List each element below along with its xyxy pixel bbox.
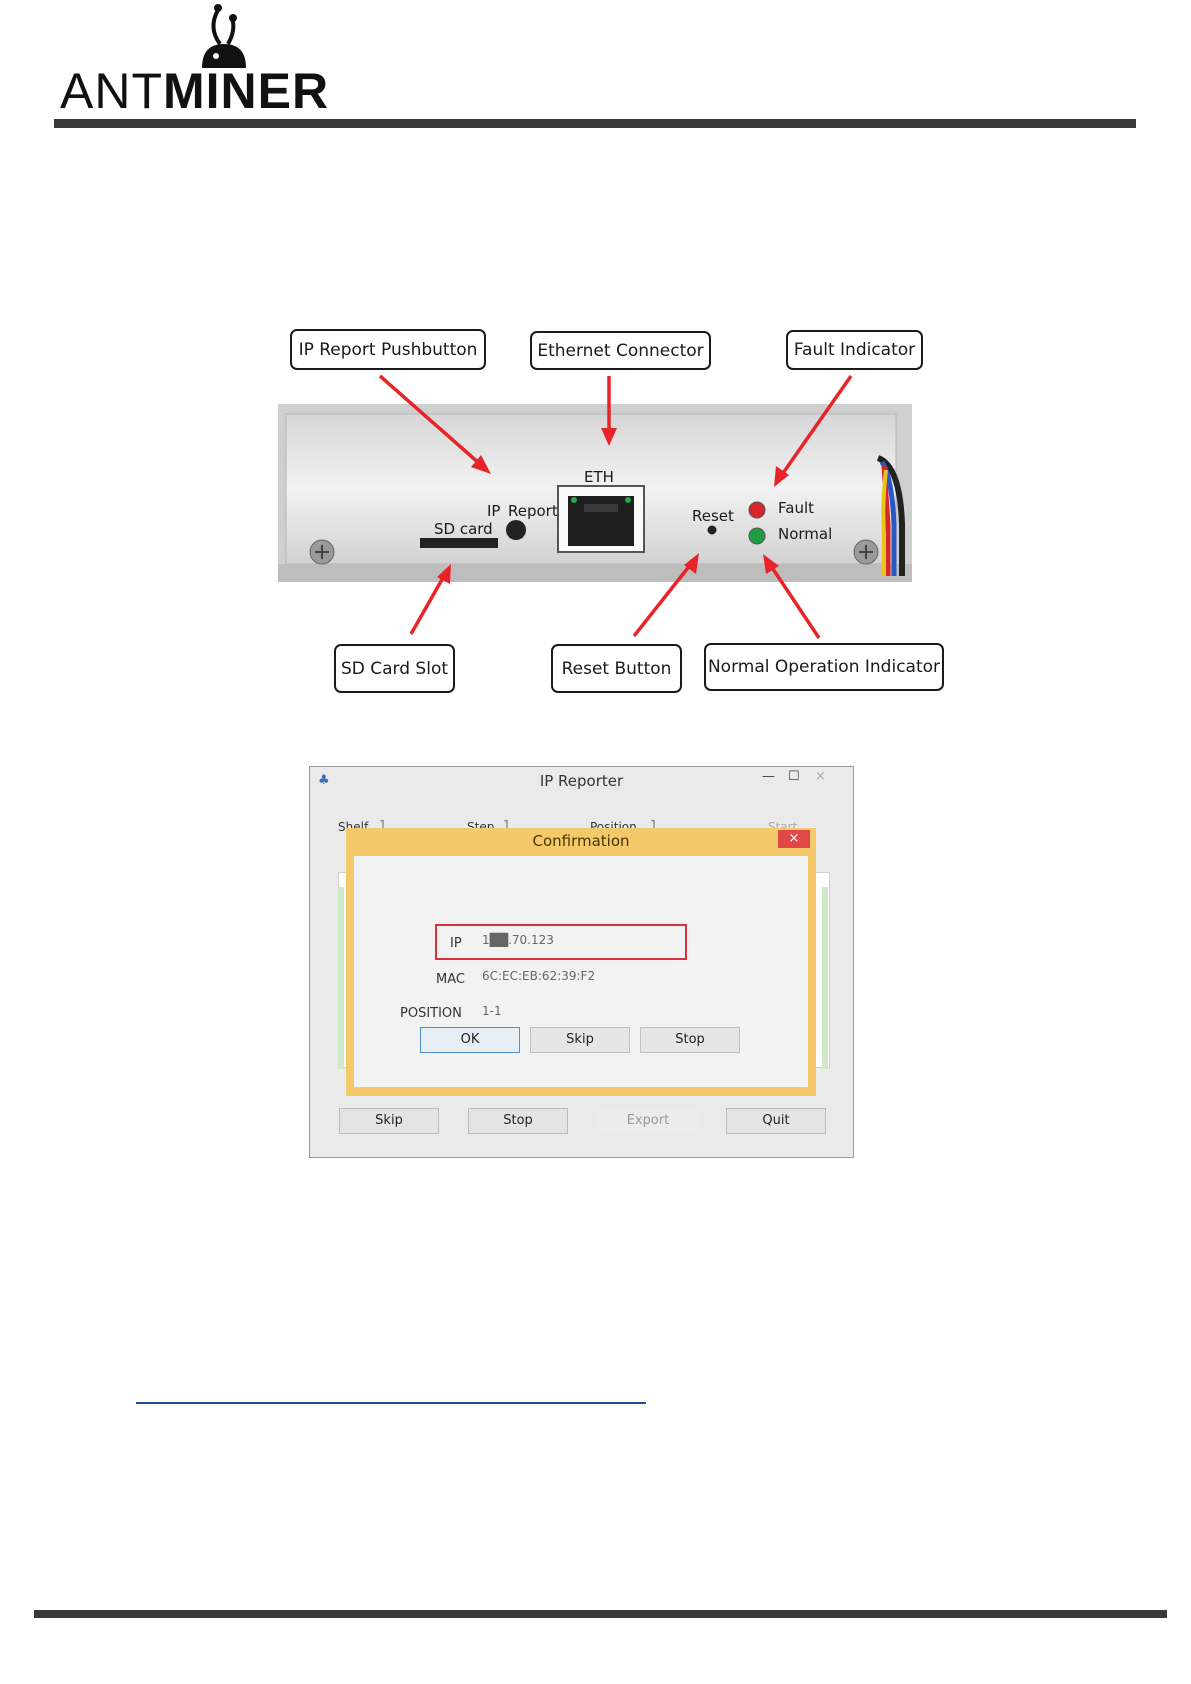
panel-label-eth: ETH	[584, 468, 614, 486]
footer-rule	[34, 1610, 1167, 1618]
cable-bundle	[876, 455, 905, 576]
header-rule	[54, 119, 1136, 128]
logo-wordmark-thin: ANT	[60, 63, 163, 119]
ok-button[interactable]: OK	[420, 1027, 520, 1053]
confirm-skip-button[interactable]: Skip	[530, 1027, 630, 1053]
confirmation-dialog: Confirmation × IP 1██.70.123 MAC 6C:EC:E…	[346, 828, 816, 1096]
ant-icon	[202, 4, 246, 68]
screw-icon	[853, 539, 879, 565]
confirmation-body: IP 1██.70.123 MAC 6C:EC:EB:62:39:F2 POSI…	[354, 856, 808, 1087]
callout-normal-operation-indicator: Normal Operation Indicator	[704, 643, 944, 691]
callout-reset-button: Reset Button	[551, 644, 682, 693]
hyperlink-underline[interactable]	[136, 1402, 646, 1404]
maximize-icon[interactable]: ☐	[788, 769, 800, 784]
ip-reporter-title: IP Reporter	[539, 772, 624, 790]
logo-wordmark: ANTMINER	[60, 66, 329, 116]
panel-label-reset: Reset	[692, 507, 734, 525]
export-button[interactable]: Export	[598, 1108, 698, 1134]
ip-value: 1██.70.123	[482, 933, 554, 947]
quit-button[interactable]: Quit	[726, 1108, 826, 1134]
panel-label-sd-card: SD card	[434, 520, 493, 538]
skip-button[interactable]: Skip	[339, 1108, 439, 1134]
minimize-icon[interactable]: —	[762, 769, 775, 784]
confirmation-title: Confirmation	[532, 832, 630, 850]
position-confirm-label: POSITION	[400, 1006, 462, 1021]
callout-ip-report-pushbutton: IP Report Pushbutton	[290, 329, 486, 370]
fault-led	[748, 501, 766, 519]
confirmation-close-icon[interactable]: ×	[778, 830, 810, 848]
screw-icon	[309, 539, 335, 565]
reset-pin-shape	[707, 525, 717, 535]
ip-highlight-box	[435, 924, 687, 960]
callout-ethernet-connector: Ethernet Connector	[530, 331, 711, 370]
logo-wordmark-bold: MINER	[163, 63, 330, 119]
list-area-right-strip	[822, 887, 828, 1069]
control-panel-image	[278, 404, 912, 582]
list-area-left-strip	[338, 887, 344, 1069]
normal-led	[748, 527, 766, 545]
ip-label: IP	[450, 936, 462, 951]
shelf-value: 1	[379, 818, 387, 832]
confirm-stop-button[interactable]: Stop	[640, 1027, 740, 1053]
app-icon: ♣	[318, 773, 330, 788]
sd-card-slot-shape	[420, 538, 498, 548]
mac-value: 6C:EC:EB:62:39:F2	[482, 969, 596, 983]
antminer-logo: ANTMINER	[60, 0, 360, 118]
stop-button[interactable]: Stop	[468, 1108, 568, 1134]
position-confirm-value: 1-1	[482, 1004, 502, 1018]
panel-label-report: Report	[508, 502, 558, 520]
callout-fault-indicator: Fault Indicator	[786, 330, 923, 370]
panel-label-fault: Fault	[778, 499, 814, 517]
step-value: 1	[503, 818, 511, 832]
position-value: 1	[650, 818, 658, 832]
mac-label: MAC	[436, 972, 465, 987]
ip-report-button-shape	[506, 520, 526, 540]
panel-label-normal: Normal	[778, 525, 833, 543]
panel-label-ip: IP	[487, 502, 501, 520]
callout-sd-card-slot: SD Card Slot	[334, 644, 455, 693]
close-icon[interactable]: ×	[815, 769, 826, 784]
